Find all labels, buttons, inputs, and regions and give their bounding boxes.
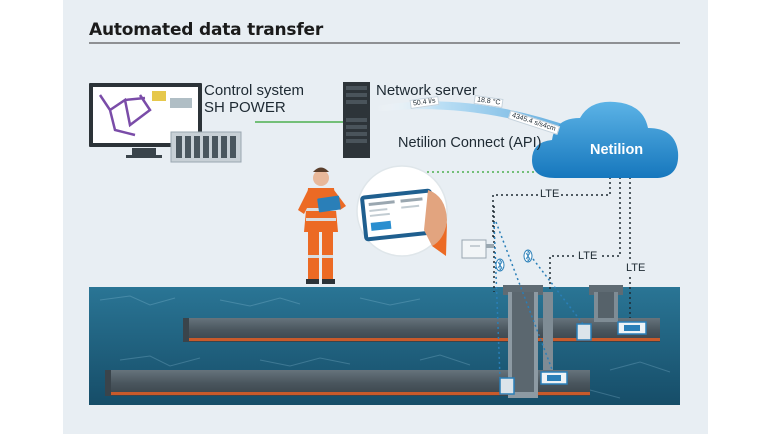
controller-icon [170,131,242,163]
cloud-icon [532,101,679,178]
bluetooth-links [493,221,584,379]
lte-label-1: LTE [538,188,562,200]
server-icon [343,82,370,158]
netilion-cloud-label: Netilion [590,142,644,158]
network-server-label: Network server [376,82,477,99]
control-system-label-line1: Control system [204,82,305,99]
ground-texture [99,295,671,399]
sensor-icon [499,377,515,395]
page-title: Automated data transfer [89,20,324,40]
worker-icon [298,167,346,284]
shaft-cap-1 [503,285,543,295]
shaft-1-inner [512,292,534,392]
control-system-label-line2: SH POWER [204,99,286,116]
lower-pipe-end [105,370,111,396]
control-system-label: Control system SH POWER [204,82,304,116]
tablet-magnifier [356,165,448,257]
link-tablet-cloud [394,171,580,185]
gateway-icon [461,239,494,259]
lte-label-2: LTE [576,250,600,262]
shaft-3-inner [598,292,614,318]
upper-pipe-end [183,318,189,342]
sensor-icon [576,323,592,341]
bluetooth-icon [495,258,505,272]
shaft-2 [543,292,553,370]
sensor-icon [617,321,647,335]
lte-label-3: LTE [624,262,648,274]
bluetooth-icon [523,249,533,263]
sensor-icon [540,371,568,385]
netilion-connect-label: Netilion Connect (API) [398,135,542,151]
lower-pipe-stripe [110,392,590,395]
upper-pipe-stripe [188,338,660,341]
shaft-cap-3 [589,285,623,295]
